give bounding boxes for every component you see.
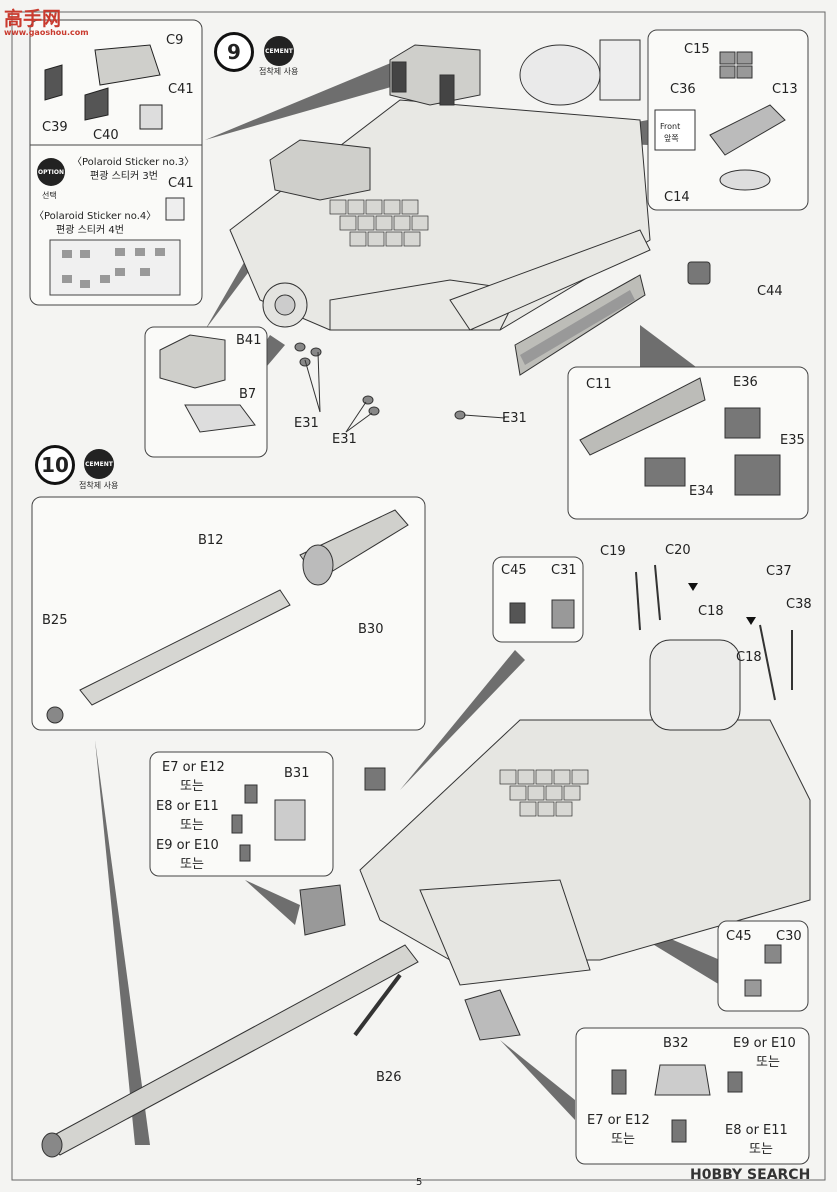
label-c41-top: C41 [168,82,194,97]
inset-b31-box [149,751,334,877]
label-e8-e11-a: E8 or E11 [156,799,219,814]
label-c31: C31 [551,563,577,578]
label-e9-e10-a: E9 or E10 [156,838,219,853]
label-c44: C44 [757,284,783,299]
inset-front-box [647,29,809,211]
inset-c45-c30-box [717,920,809,1012]
label-e34: E34 [689,484,714,499]
inset-front-parts [654,51,786,191]
step-9-number: 9 [214,32,254,72]
label-e9-e10-a-kr: 또는 [180,857,204,872]
label-c18-b: C18 [736,650,762,665]
label-e9-e10-b: E9 or E10 [733,1036,796,1051]
label-e7-e12-b-kr: 또는 [611,1132,635,1147]
label-c19: C19 [600,544,626,559]
label-e8-e11-a-kr: 또는 [180,818,204,833]
sticker4-kr: 편광 스티커 4번 [56,225,124,236]
label-c45-b: C45 [726,929,752,944]
step-9-cement-caption: 접착제 사용 [259,67,299,76]
step-9-cement-icon: CEMENT [264,36,294,66]
label-b26: B26 [376,1070,402,1085]
label-e31-c: E31 [502,411,527,426]
e31-leaders [304,351,506,433]
label-e31-a: E31 [294,416,319,431]
label-b31: B31 [284,766,310,781]
turret-armor-tiles [329,199,429,247]
label-e36: E36 [733,375,758,390]
antennas [635,564,793,701]
front-sign-en: Front [660,122,681,131]
step-10-number: 10 [35,445,75,485]
label-c41-sticker: C41 [168,176,194,191]
label-c9: C9 [166,33,184,48]
label-e7-e12-b: E7 or E12 [587,1113,650,1128]
step-10-cement-caption: 접착제 사용 [79,481,119,490]
label-c45-a: C45 [501,563,527,578]
label-e8-e11-b: E8 or E11 [725,1123,788,1138]
label-e7-e12-a-kr: 또는 [180,779,204,794]
inset-sights-parts [44,44,163,130]
turret-bottom [359,639,811,986]
label-c30: C30 [776,929,802,944]
e31-studs [294,342,466,420]
watermark-url: www.gaoshou.com [4,28,89,37]
sticker3-en: 〈Polaroid Sticker no.3〉 [72,157,195,168]
barrel-parts [46,509,409,724]
label-e31-b: E31 [332,432,357,447]
label-b7: B7 [239,387,257,402]
label-b12: B12 [198,533,224,548]
label-e7-e12-a: E7 or E12 [162,760,225,775]
label-c11: C11 [586,377,612,392]
label-c15: C15 [684,42,710,57]
option-caption: 선택 [42,191,57,200]
option-icon: OPTION [37,158,65,186]
label-b25: B25 [42,613,68,628]
label-c20: C20 [665,543,691,558]
label-b32: B32 [663,1036,689,1051]
sticker3-kr: 편광 스티커 3번 [90,171,158,182]
sticker4-en: 〈Polaroid Sticker no.4〉 [34,211,157,222]
label-c14: C14 [664,190,690,205]
main-barrel [44,944,419,1156]
label-b30: B30 [358,622,384,637]
label-c37: C37 [766,564,792,579]
c44-part [687,261,711,285]
bottom-armor-tiles [499,769,589,817]
label-c36: C36 [670,82,696,97]
page-number: 5 [416,1177,423,1188]
label-c18-a: C18 [698,604,724,619]
label-c38: C38 [786,597,812,612]
watermark-bottom: H0BBY SEARCH [690,1167,811,1183]
label-c40: C40 [93,128,119,143]
label-e8-e11-b-kr: 또는 [749,1142,773,1157]
label-e9-e10-b-kr: 또는 [756,1055,780,1070]
page-border [11,11,826,1181]
label-c13: C13 [772,82,798,97]
label-b41: B41 [236,333,262,348]
polaroid-sheet [49,239,181,296]
side-armor-panel [514,274,646,376]
front-sign-kr: 앞쪽 [664,134,679,143]
inset-sights-box [29,19,203,306]
step-10-cement-icon: CEMENT [84,449,114,479]
watermark-logo: 高手网 [4,8,62,30]
inset-b32-box [575,1027,810,1165]
label-c39: C39 [42,120,68,135]
label-e35: E35 [780,433,805,448]
sight-parts [269,44,481,201]
